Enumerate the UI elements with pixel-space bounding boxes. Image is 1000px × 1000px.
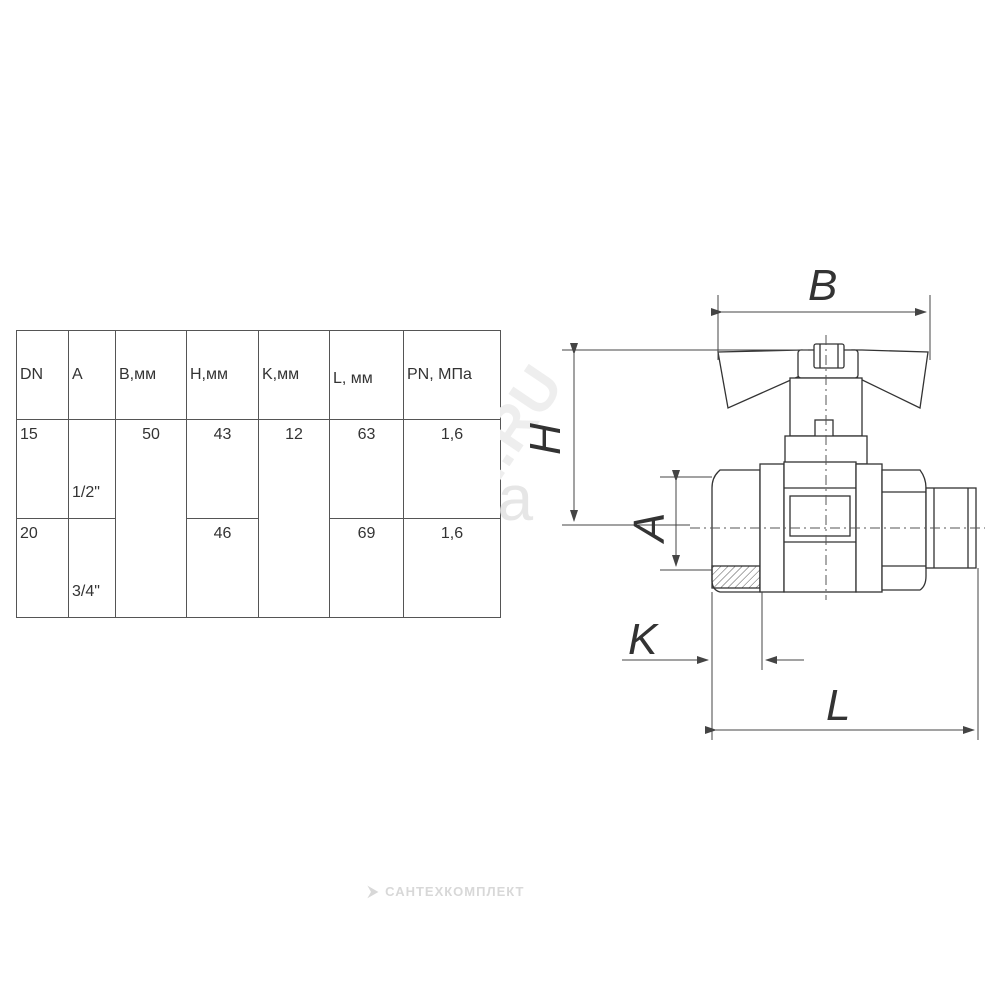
site-watermark: SANTECH.RU xyxy=(500,354,576,718)
dim-label-a: A xyxy=(625,513,674,545)
header-pn: PN, МПа xyxy=(403,330,501,420)
cell-h: 43 xyxy=(186,419,259,519)
cell-dn: 20 xyxy=(16,518,69,618)
dim-label-h: H xyxy=(521,423,570,455)
centerlines xyxy=(690,335,985,600)
brand-watermark: Valtera xyxy=(500,462,533,534)
header-h: H,мм xyxy=(186,330,259,420)
ball-valve-drawing: Valtera SANTECH.RU xyxy=(500,261,985,740)
cell-b: 50 xyxy=(115,419,187,618)
dim-label-k: K xyxy=(628,615,659,664)
dim-label-l: L xyxy=(826,681,850,730)
cell-dn: 15 xyxy=(16,419,69,519)
header-k: K,мм xyxy=(258,330,330,420)
cell-a: 3/4" xyxy=(68,518,116,618)
cell-a: 1/2" xyxy=(68,419,116,519)
valve-outline xyxy=(711,343,977,593)
cell-l: 69 xyxy=(329,518,404,618)
cell-pn: 1,6 xyxy=(403,419,501,519)
dim-label-b: B xyxy=(808,261,837,310)
table-row: 15 1/2" 50 43 12 63 1,6 xyxy=(16,419,501,618)
santechkomplekt-logo-icon: ⮞ xyxy=(368,883,380,899)
spec-table: DN A B,мм H,мм K,мм L, мм PN, МПа 15 1/2… xyxy=(16,330,501,618)
cell-pn: 1,6 xyxy=(403,518,501,618)
footer-watermark: ⮞ САНТЕХКОМПЛЕКТ xyxy=(368,883,524,900)
header-b: B,мм xyxy=(115,330,187,420)
table-header-row: DN A B,мм H,мм K,мм L, мм PN, МПа xyxy=(16,330,501,420)
table-row: 20 3/4" 46 69 1,6 xyxy=(16,518,501,618)
header-l: L, мм xyxy=(329,330,404,420)
cell-k: 12 xyxy=(258,419,330,618)
header-a: A xyxy=(68,330,116,420)
footer-watermark-text: САНТЕХКОМПЛЕКТ xyxy=(385,884,525,899)
header-dn: DN xyxy=(16,330,69,420)
cell-l: 63 xyxy=(329,419,404,519)
cell-h: 46 xyxy=(186,518,259,618)
dimension-lines xyxy=(562,295,979,740)
